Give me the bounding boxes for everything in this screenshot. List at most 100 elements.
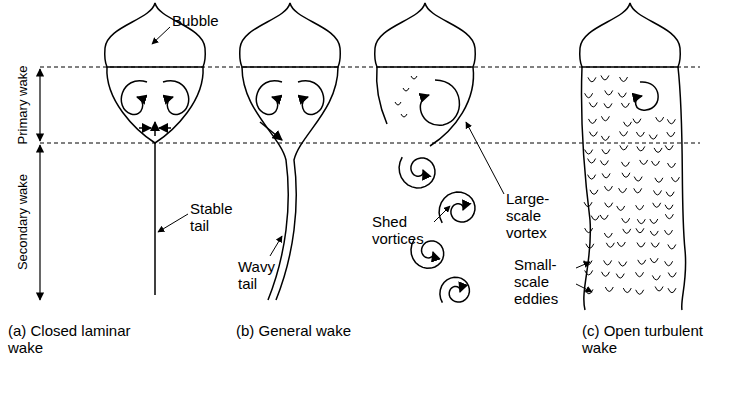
leader-line xyxy=(576,262,590,268)
wake-stroke xyxy=(588,159,596,164)
wake-stroke xyxy=(618,93,626,98)
wake-stroke xyxy=(585,150,593,155)
wake-stroke xyxy=(634,188,642,193)
wake-stroke xyxy=(585,228,593,233)
wake-stroke xyxy=(375,3,476,67)
wake-stroke xyxy=(591,216,599,221)
wake-stroke xyxy=(652,161,660,166)
wake-stroke xyxy=(655,178,663,183)
wake-stroke xyxy=(665,214,673,219)
wake-stroke xyxy=(580,3,681,67)
wake-stroke xyxy=(656,117,664,122)
part-label: Large-scale vortex xyxy=(506,190,568,241)
wake-stroke xyxy=(588,119,596,124)
wake-stroke xyxy=(420,80,459,125)
part-label: Wavy tail xyxy=(238,258,282,292)
wake-stroke xyxy=(665,230,673,235)
wake-stroke xyxy=(621,162,629,167)
wake-stroke xyxy=(585,93,593,98)
wake-stroke xyxy=(395,76,417,117)
wake-stroke xyxy=(121,81,147,115)
wake-stroke xyxy=(636,205,644,210)
wake-stroke xyxy=(620,145,628,150)
extent-arrow xyxy=(39,145,40,300)
wake-stroke xyxy=(666,192,674,197)
wake-stroke xyxy=(430,67,473,146)
region-label: Secondary wake xyxy=(14,172,31,272)
wake-stroke xyxy=(154,122,156,136)
leader-line xyxy=(434,206,450,222)
wake-stroke xyxy=(636,272,644,277)
wake-stroke xyxy=(617,206,625,211)
wake-stroke xyxy=(622,218,630,223)
wake-stroke xyxy=(298,81,324,115)
figure-caption: (c) Open turbulent wake xyxy=(582,322,732,356)
wake-stroke xyxy=(588,175,596,180)
wake-stroke xyxy=(624,122,632,127)
wake-stroke xyxy=(651,243,659,248)
wake-stroke xyxy=(649,135,657,140)
wake-stroke xyxy=(638,260,646,265)
wake-stroke xyxy=(621,103,629,108)
part-label: Small-scale eddies xyxy=(514,256,576,307)
wake-stroke xyxy=(440,277,470,302)
wake-stroke xyxy=(650,231,658,236)
wake-stroke xyxy=(667,132,675,137)
wake-stroke xyxy=(616,274,624,279)
part-label: Stable tail xyxy=(190,200,238,234)
wake-stroke xyxy=(585,270,593,275)
wake-stroke xyxy=(260,122,282,140)
wake-stroke xyxy=(601,75,609,80)
wake-stroke xyxy=(256,81,282,115)
leader-line xyxy=(576,284,592,292)
wake-stroke xyxy=(620,77,628,82)
leader-line xyxy=(270,236,282,256)
wake-stroke xyxy=(667,119,675,124)
wake-stroke xyxy=(604,103,612,108)
wake-stroke xyxy=(653,190,661,195)
wake-stroke xyxy=(636,228,644,233)
region-label: Primary wake xyxy=(14,64,31,147)
wake-stroke xyxy=(623,288,631,293)
wake-stroke xyxy=(606,243,614,248)
wake-stroke xyxy=(637,243,645,248)
wake-stroke xyxy=(601,136,609,141)
wake-stroke xyxy=(654,148,662,153)
wake-stroke xyxy=(586,244,594,249)
wake-stroke xyxy=(678,67,686,310)
wake-stroke xyxy=(590,190,598,195)
wake-stroke xyxy=(634,177,642,182)
wake-stroke xyxy=(617,242,625,247)
wake-stroke xyxy=(650,219,658,224)
wake-stroke xyxy=(163,81,189,115)
wake-stroke xyxy=(623,229,631,234)
wake-stroke xyxy=(589,132,597,137)
wake-stroke xyxy=(668,163,676,168)
wake-stroke xyxy=(154,143,156,295)
wake-stroke xyxy=(604,260,612,265)
leader-line xyxy=(466,122,504,194)
wake-stroke xyxy=(619,262,627,267)
wake-stroke xyxy=(665,145,673,150)
wake-stroke xyxy=(601,116,609,121)
wake-stroke xyxy=(636,82,659,110)
wake-stroke xyxy=(605,203,613,208)
wake-stroke xyxy=(668,288,676,293)
wake-stroke xyxy=(604,186,612,191)
wake-stroke xyxy=(637,219,645,224)
wake-stroke xyxy=(602,173,610,178)
wake-stroke xyxy=(240,3,341,67)
leader-line xyxy=(152,27,170,44)
wake-stroke xyxy=(159,127,171,129)
wake-stroke xyxy=(619,188,627,193)
wake-stroke xyxy=(668,273,676,278)
figure-caption: (b) General wake xyxy=(236,322,351,339)
wake-stroke xyxy=(139,127,151,129)
part-label: Bubble xyxy=(172,12,219,29)
wake-stroke xyxy=(620,131,628,136)
wake-stroke xyxy=(439,192,475,223)
wake-stroke xyxy=(671,177,679,182)
wake-stroke xyxy=(637,146,645,151)
wake-stroke xyxy=(650,258,658,263)
wake-stroke xyxy=(665,261,673,266)
